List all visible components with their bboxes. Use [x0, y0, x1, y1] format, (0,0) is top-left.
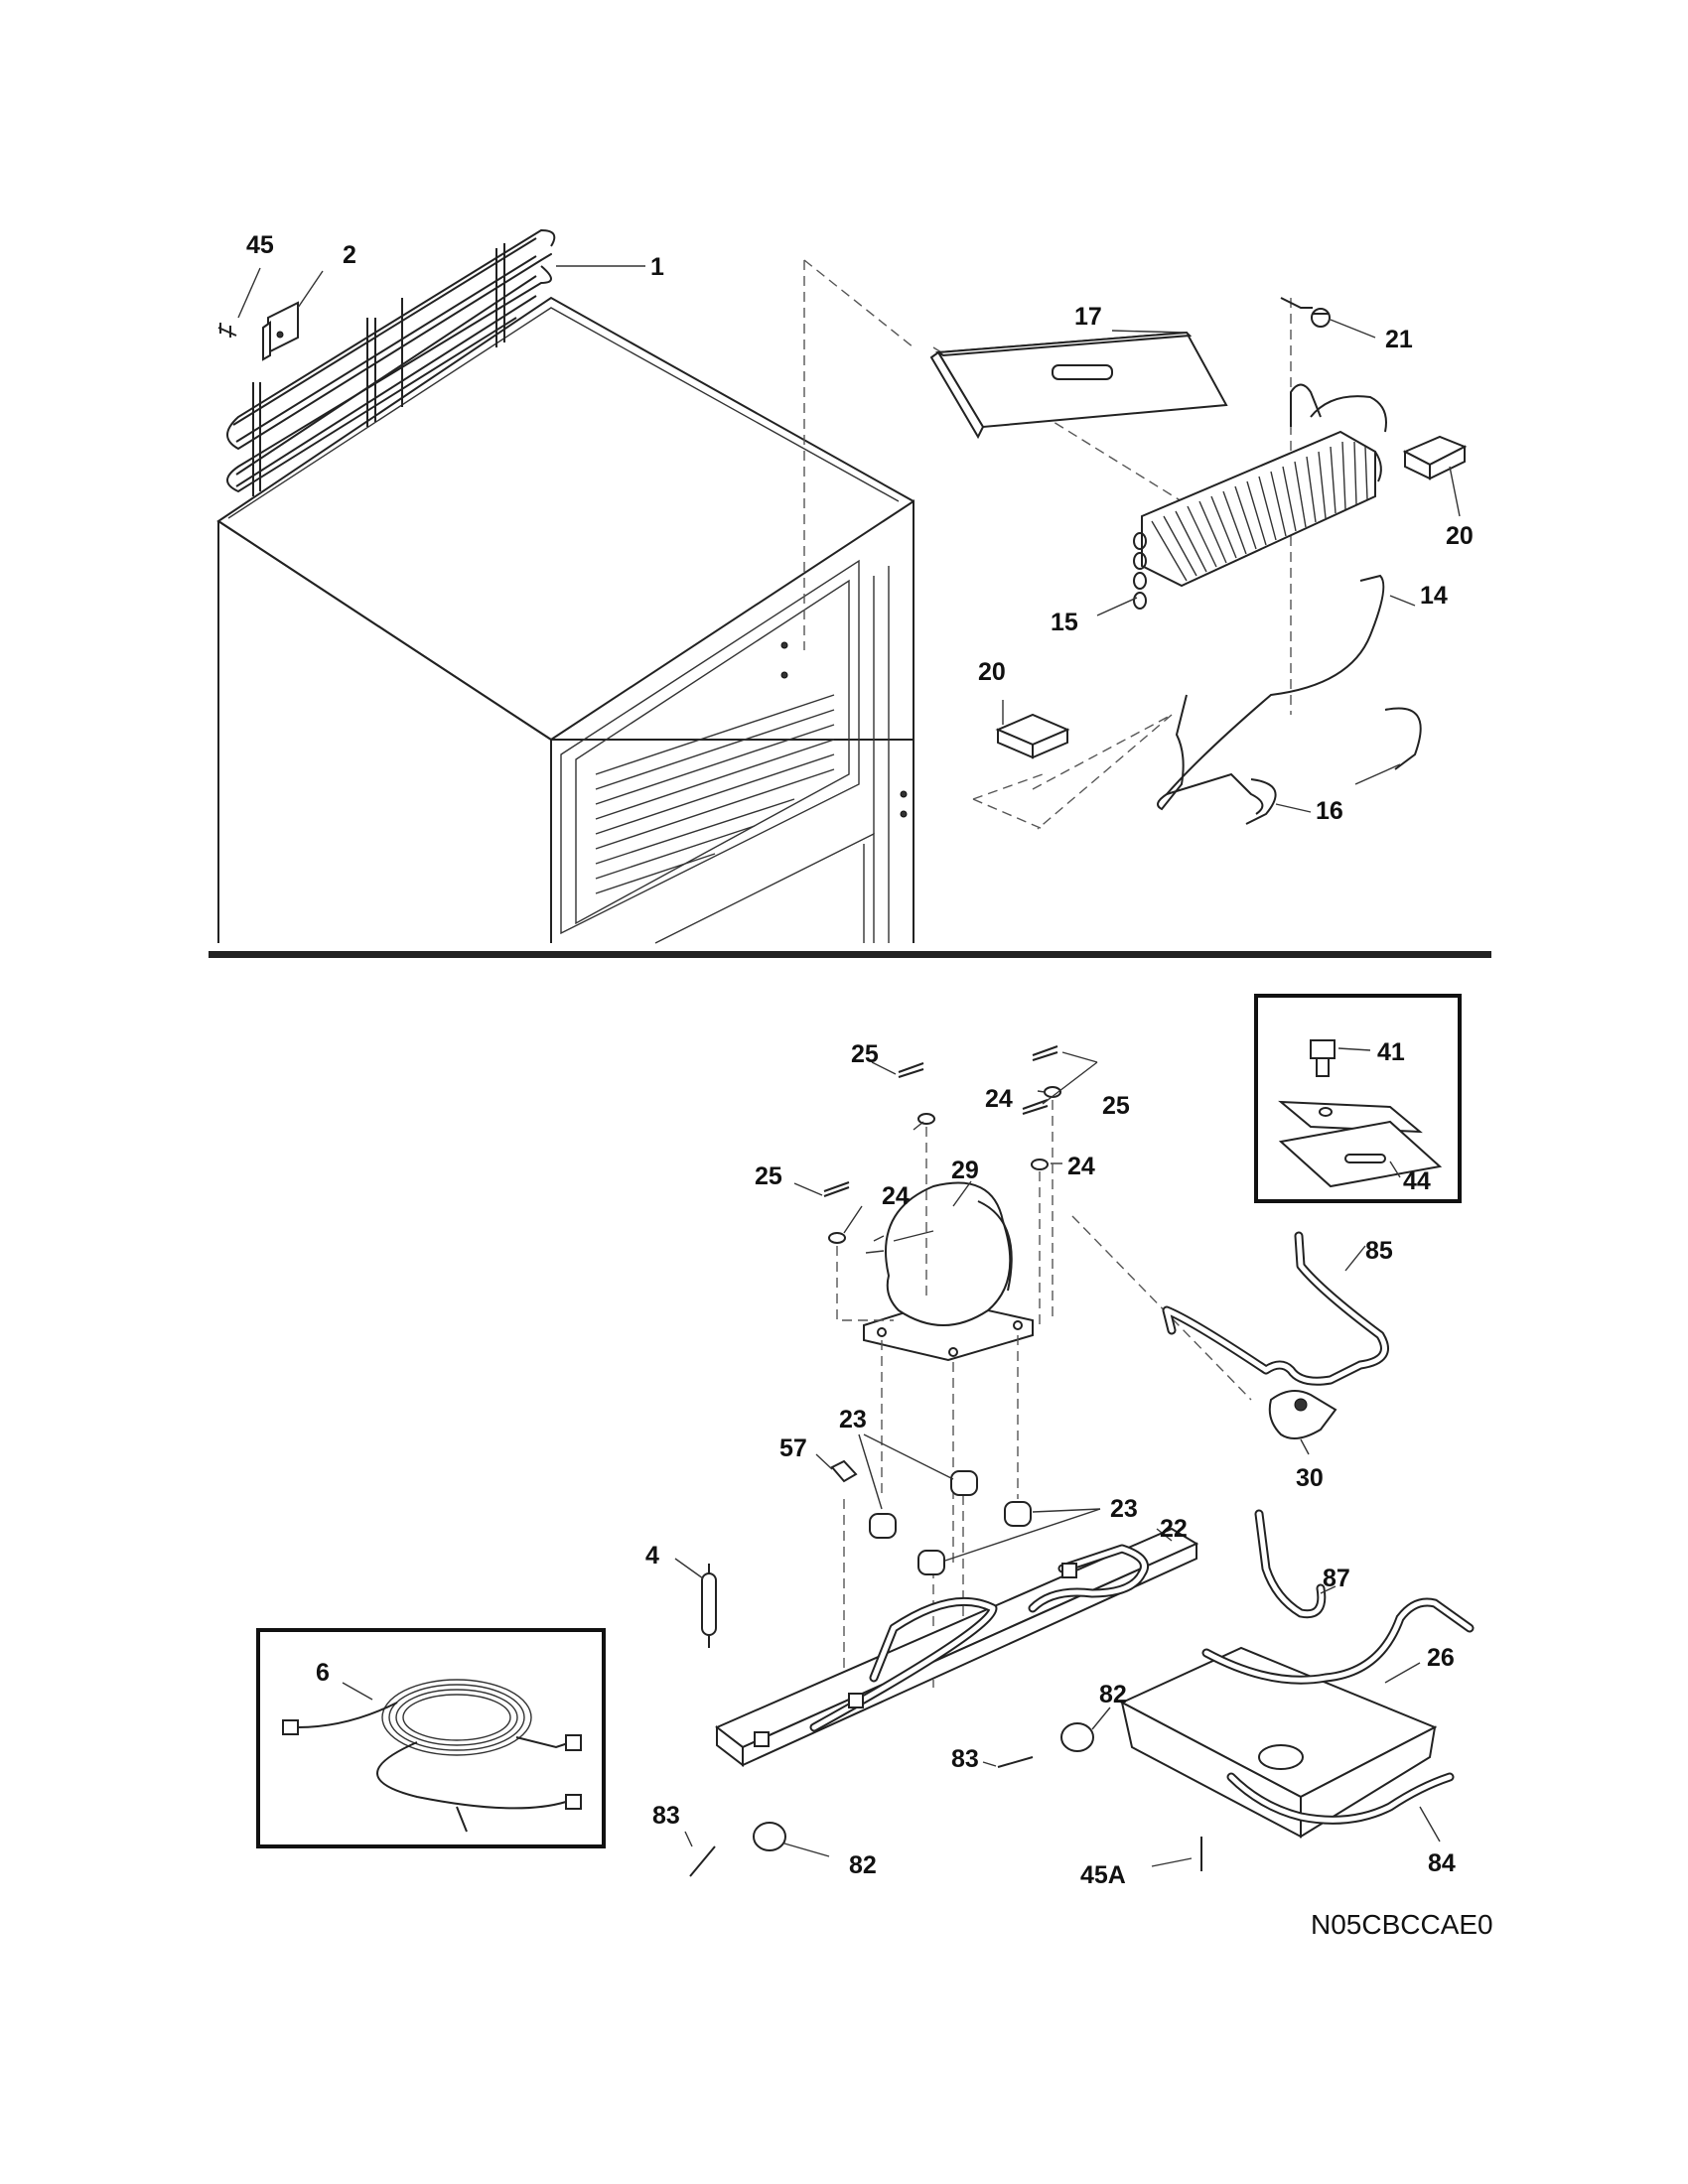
callout-6: 6 [316, 1659, 330, 1687]
defrost-thermostat [1280, 297, 1376, 339]
refrigerator-cabinet [216, 296, 914, 944]
evaporator-cover [929, 330, 1228, 440]
callout-23-right: 23 [1110, 1495, 1138, 1523]
callout-labels: 45 2 1 17 21 20 14 15 20 16 25 25 25 24 … [246, 231, 1493, 1940]
drain-pan [1119, 1597, 1475, 1843]
diagram-code: N05CBCCAE0 [1311, 1909, 1493, 1940]
compressor-dashed-guides [836, 1100, 1252, 1688]
discharge-tube [1162, 1231, 1389, 1386]
heater-clip [1245, 707, 1422, 825]
callout-44: 44 [1403, 1167, 1431, 1195]
screw-45 [217, 267, 261, 338]
callout-84: 84 [1428, 1849, 1456, 1877]
screw-45A [1151, 1837, 1202, 1871]
evaporator-clip-right [1402, 435, 1468, 517]
callout-24-left: 24 [882, 1182, 910, 1210]
compressor [863, 1180, 1034, 1362]
overload-relay [1268, 1390, 1337, 1455]
callout-14: 14 [1420, 582, 1448, 610]
compressor-base-plate [715, 1527, 1199, 1768]
callout-82-right: 82 [1099, 1681, 1127, 1708]
callout-25-left: 25 [755, 1162, 782, 1190]
callout-26: 26 [1427, 1644, 1455, 1672]
callout-45: 45 [246, 231, 274, 259]
callout-16: 16 [1316, 797, 1343, 825]
callout-45A: 45A [1080, 1861, 1126, 1889]
callout-20-right: 20 [1446, 522, 1474, 550]
callout-24-top: 24 [985, 1085, 1013, 1113]
power-cord-inset [256, 1628, 606, 1848]
callout-4: 4 [645, 1542, 659, 1570]
callout-82-left: 82 [849, 1851, 877, 1879]
callout-41: 41 [1377, 1038, 1405, 1066]
callout-25-left-top: 25 [851, 1040, 879, 1068]
section-divider [209, 951, 1491, 958]
evaporator-clip-left [995, 700, 1070, 759]
callout-24-right: 24 [1067, 1153, 1095, 1180]
condenser-bracket [262, 270, 324, 361]
callout-1: 1 [650, 253, 664, 281]
grommets [858, 1433, 1101, 1575]
drier [674, 1558, 717, 1648]
condenser-coil [226, 228, 645, 496]
callout-21: 21 [1385, 326, 1413, 353]
callout-15: 15 [1051, 609, 1078, 636]
callout-23-top: 23 [839, 1406, 867, 1433]
drain-tube [1254, 1509, 1336, 1619]
callout-17: 17 [1074, 303, 1102, 331]
defrost-heater [1157, 574, 1416, 815]
compressor-clips [793, 1045, 1098, 1244]
callout-87: 87 [1323, 1565, 1350, 1592]
evaporator [1096, 383, 1387, 616]
leveling-feet [753, 1706, 1111, 1857]
clip-57 [815, 1453, 858, 1483]
mounting-bracket-inset [1254, 994, 1462, 1203]
callout-20-left: 20 [978, 658, 1006, 686]
callout-2: 2 [343, 241, 356, 269]
callout-29: 29 [951, 1157, 979, 1184]
feet-screws [684, 1756, 1034, 1877]
callout-30: 30 [1296, 1464, 1324, 1492]
callout-85: 85 [1365, 1237, 1393, 1265]
callout-57: 57 [779, 1434, 807, 1462]
callout-83-left: 83 [652, 1802, 680, 1830]
callout-22: 22 [1160, 1515, 1188, 1543]
callout-83-right: 83 [951, 1745, 979, 1773]
callout-25-right: 25 [1102, 1092, 1130, 1120]
